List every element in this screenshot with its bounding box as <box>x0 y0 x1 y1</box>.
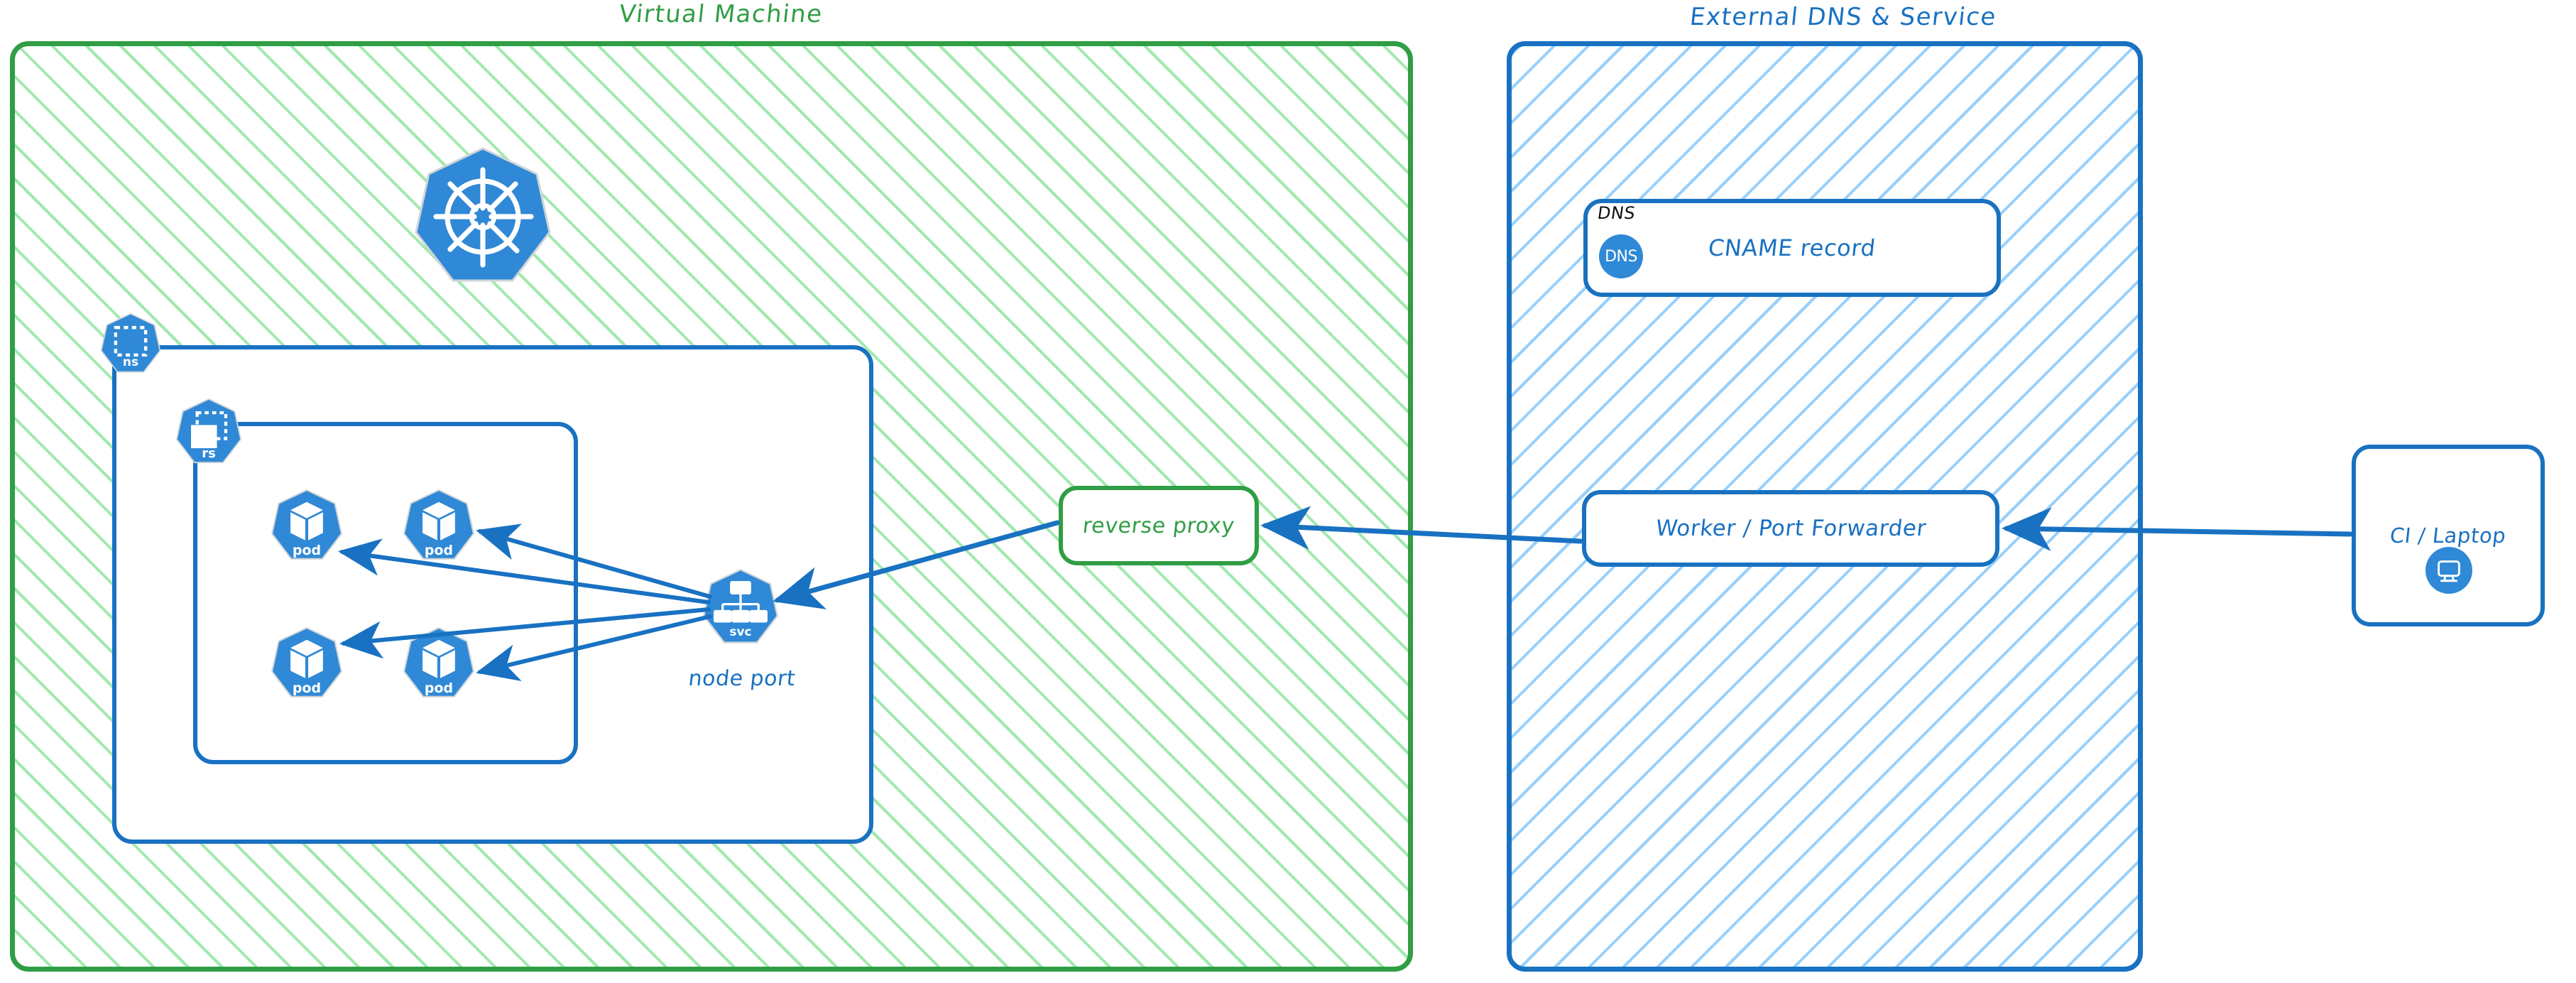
replicaset-icon: rs <box>175 398 243 466</box>
dns-icon-text: DNS <box>1605 247 1637 266</box>
reverse-proxy-label: reverse proxy <box>1081 513 1236 538</box>
cname-record-label: CNAME record <box>1707 234 1877 261</box>
monitor-icon <box>2425 547 2472 594</box>
dns-icon: DNS <box>1599 234 1643 278</box>
ci-laptop-box[interactable]: CI / Laptop <box>2352 445 2545 626</box>
pod-icon-3: pod <box>270 626 344 700</box>
dns-cname-card[interactable]: CNAME record <box>1583 199 2001 297</box>
ci-laptop-label: CI / Laptop <box>2389 523 2508 548</box>
virtual-machine-panel-title: Virtual Machine <box>617 0 824 28</box>
pod-icon-2: pod <box>402 489 476 563</box>
external-dns-service-panel-title: External DNS & Service <box>1688 3 1998 31</box>
pod-icon-4: pod <box>402 626 476 700</box>
pod-icon-1: pod <box>270 489 344 563</box>
worker-port-forwarder-label: Worker / Port Forwarder <box>1654 516 1928 541</box>
service-icon: svc <box>702 568 780 646</box>
kubernetes-logo <box>412 146 554 288</box>
worker-port-forwarder-box[interactable]: Worker / Port Forwarder <box>1582 490 1999 567</box>
node-port-caption: node port <box>687 666 797 691</box>
reverse-proxy-box[interactable]: reverse proxy <box>1059 486 1259 565</box>
dns-card-tag: DNS <box>1596 203 1637 223</box>
replicaset-container <box>193 422 578 764</box>
namespace-icon: ns <box>99 313 162 375</box>
